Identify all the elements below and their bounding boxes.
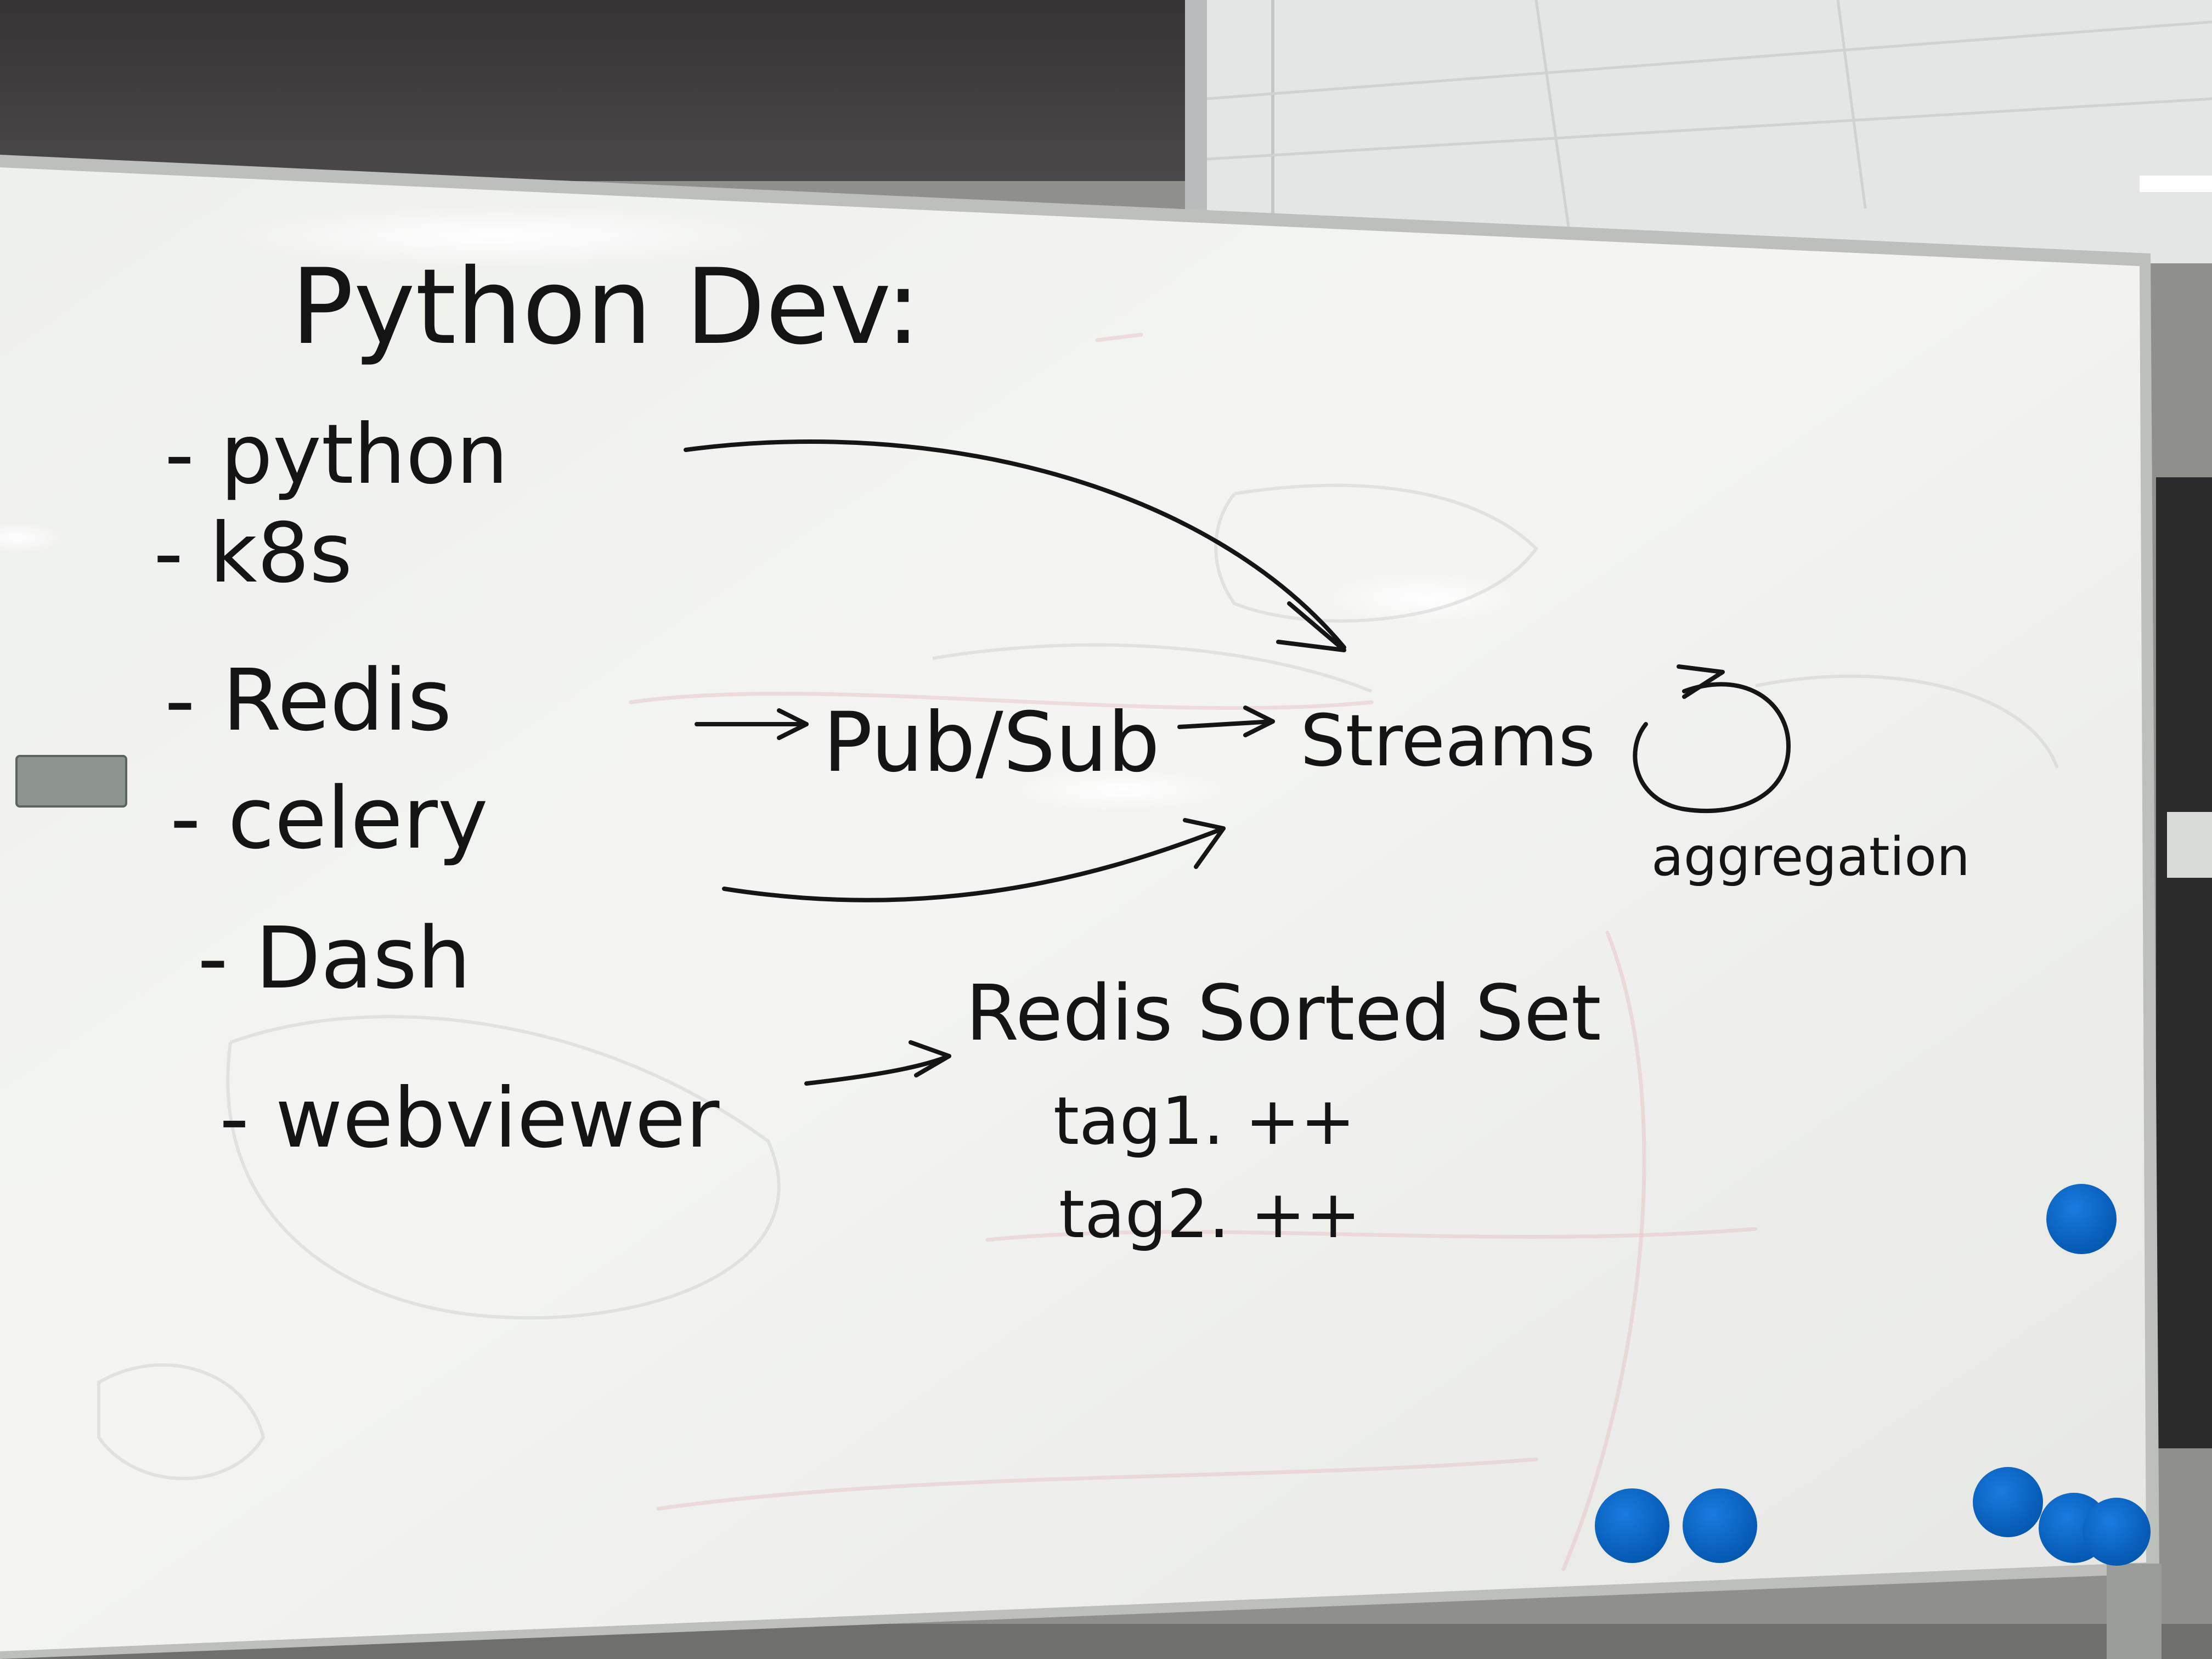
arrowhead-icon — [909, 1040, 951, 1077]
arrowhead-icon — [1276, 601, 1346, 652]
dark-wall-panel — [0, 0, 1185, 181]
light-glare — [208, 203, 779, 269]
arrowhead-icon — [777, 708, 809, 740]
list-item-python: - python — [165, 407, 509, 503]
ghost-mark — [629, 691, 1374, 710]
list-item-celery: - celery — [170, 769, 488, 868]
blue-magnet[interactable] — [1973, 1467, 2043, 1537]
arrow-pubsub-to-streams — [1177, 719, 1275, 729]
board-title: Python Dev: — [291, 246, 921, 368]
sorted-set-label: Redis Sorted Set — [966, 969, 1601, 1058]
tag1-label: tag1. ++ — [1053, 1084, 1356, 1160]
ceiling-light — [2140, 176, 2212, 192]
list-item-dash: - Dash — [198, 909, 471, 1008]
list-item-k8s: - k8s — [154, 506, 352, 601]
board-stand-leg — [2107, 1564, 2162, 1659]
blue-magnet[interactable] — [2046, 1184, 2117, 1254]
arrow-celery-to-streams — [722, 826, 1226, 902]
ink-drawings — [684, 439, 1791, 1086]
list-item-redis: - Redis — [165, 651, 452, 750]
whiteboard-surface — [0, 167, 2146, 1651]
loop-arrowhead-icon — [1677, 664, 1725, 699]
office-furniture — [2156, 477, 2212, 1448]
blue-magnet[interactable] — [1595, 1488, 1669, 1563]
blue-magnet[interactable] — [2083, 1498, 2151, 1566]
arrow-python-to-streams — [684, 439, 1346, 650]
aggregation-loop — [1633, 682, 1791, 813]
blue-magnet[interactable] — [1683, 1488, 1757, 1563]
aggregation-label: aggregation — [1651, 826, 1970, 888]
whiteboard: Python Dev: - python - k8s - Redis - cel… — [0, 155, 2162, 1659]
streams-label: Streams — [1300, 699, 1595, 782]
arrow-webviewer-to-sorted-set — [804, 1054, 951, 1086]
magnets — [1595, 1184, 2151, 1566]
arrowhead-icon — [1183, 818, 1226, 869]
arrowhead-icon — [1243, 706, 1275, 737]
tag2-label: tag2. ++ — [1059, 1177, 1361, 1253]
pubsub-label: Pub/Sub — [823, 695, 1160, 791]
eraser — [16, 756, 126, 806]
window-frame — [1185, 0, 1207, 236]
list-item-webviewer: - webviewer — [219, 1071, 720, 1166]
